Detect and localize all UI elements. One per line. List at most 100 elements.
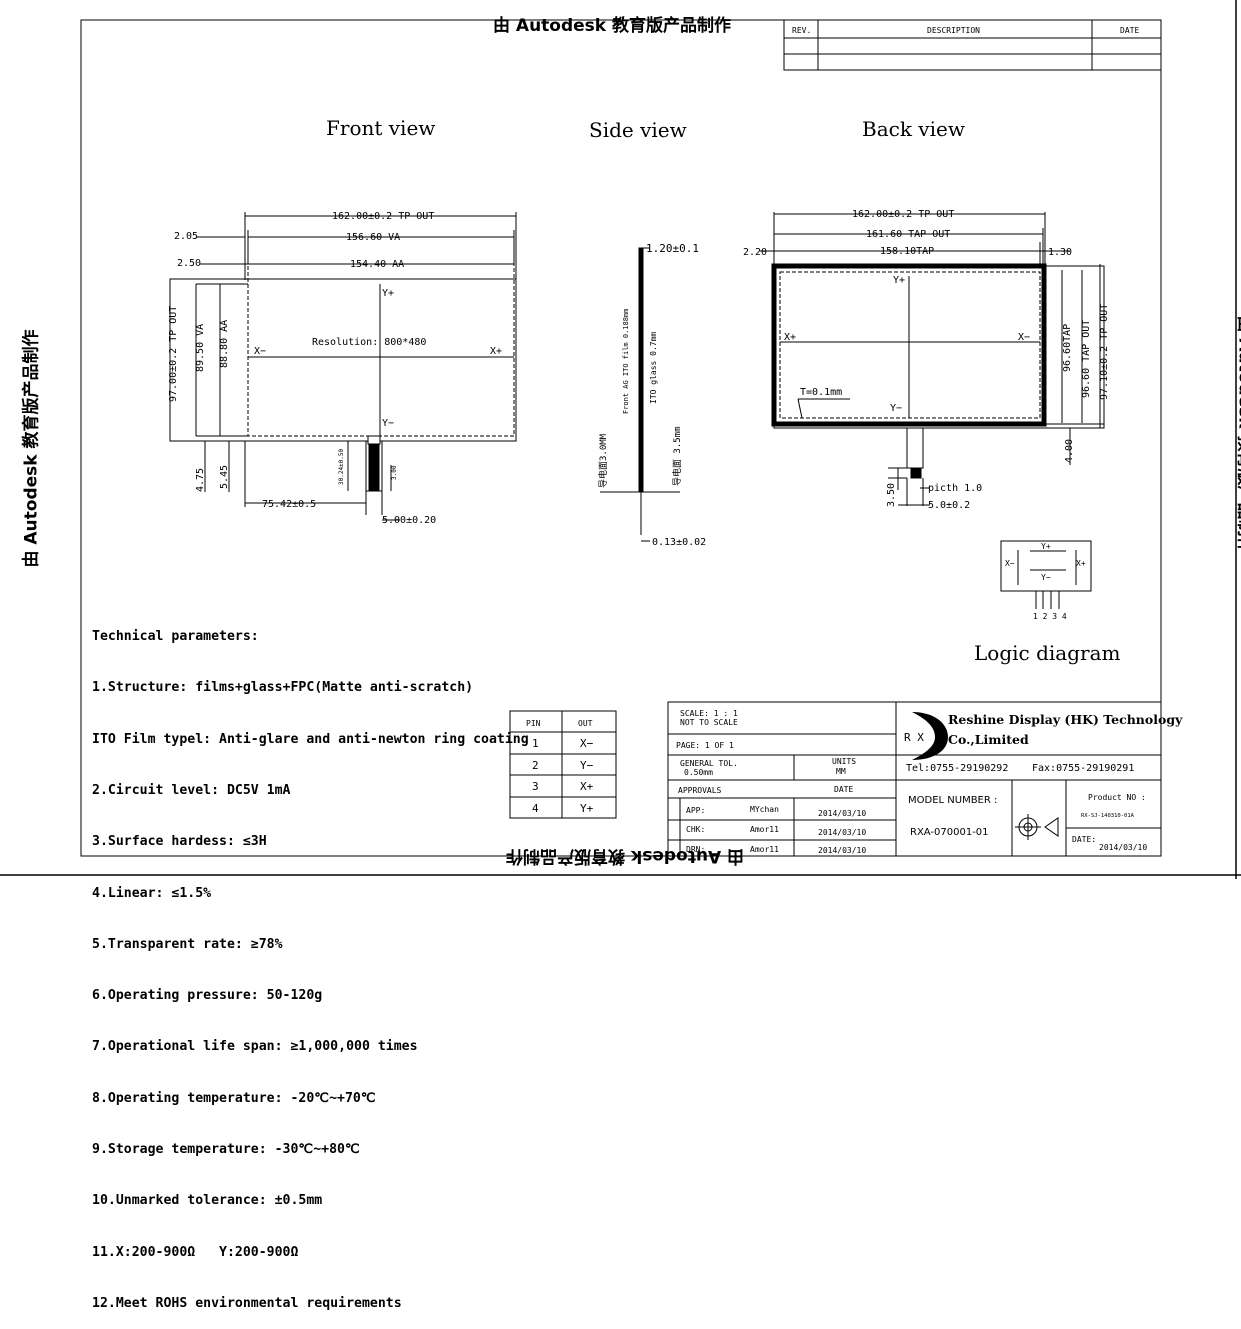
back-bottom-dim: 4.00	[1064, 439, 1075, 463]
title-units: UNITS	[832, 757, 856, 766]
title-tol-value: 0.50mm	[684, 768, 713, 777]
pin-table-cell: X+	[580, 780, 594, 793]
side-film-label: Front AG ITO film 0.188mm	[622, 309, 630, 414]
model-number-value: RXA-070001-01	[910, 827, 989, 838]
logic-pins: 1 2 3 4	[1033, 612, 1067, 621]
back-tape-frame	[771, 263, 1047, 427]
front-y-plus: Y+	[382, 288, 394, 299]
param-line: 12.Meet ROHS environmental requirements	[92, 1295, 402, 1311]
side-thickness-bottom: 0.13±0.02	[652, 537, 706, 548]
pin-table-cell: 3	[532, 780, 539, 793]
product-no-value: RX-SJ-140310-01A	[1081, 813, 1135, 819]
pin-table-cell: Y−	[580, 759, 594, 772]
company-logo: R X	[904, 712, 948, 760]
title-app-label: APP:	[686, 806, 705, 815]
front-left-aa: 2.50	[177, 258, 201, 269]
pin-table-cell: Y+	[580, 802, 594, 815]
pin-table-cell: X−	[580, 737, 594, 750]
product-no-label: Product NO :	[1088, 793, 1146, 802]
back-tp-out-height: 97.10±0.2 TP OUT	[1099, 304, 1110, 400]
title-units-value: MM	[836, 767, 846, 776]
param-line: ITO Film typel: Anti-glare and anti-newt…	[92, 731, 529, 747]
title-drn-name: Amor11	[750, 845, 779, 854]
title-date-header: DATE	[834, 785, 853, 794]
title-scale: SCALE: 1 : 1	[680, 709, 738, 718]
back-tap-out-width: 161.60 TAP OUT	[866, 229, 950, 240]
param-line: 5.Transparent rate: ≥78%	[92, 936, 283, 952]
param-line: 9.Storage temperature: -30℃~+80℃	[92, 1142, 360, 1157]
title-app-name: MYchan	[750, 805, 779, 814]
front-fpc-small: 3.00	[391, 465, 398, 480]
front-left-va: 2.05	[174, 231, 198, 242]
param-line: 10.Unmarked tolerance: ±0.5mm	[92, 1193, 323, 1209]
title-not-to-scale: NOT TO SCALE	[680, 718, 738, 727]
front-x-plus: X+	[490, 346, 502, 357]
company-name-line2: Co.,Limited	[948, 732, 1029, 747]
title-app-date: 2014/03/10	[818, 809, 866, 818]
logic-diagram-title: Logic diagram	[974, 641, 1121, 665]
back-thickness: T=0.1mm	[800, 387, 842, 398]
front-bottom-2: 5.45	[219, 465, 230, 489]
logo-letters: R X	[904, 731, 924, 744]
date-header: DATE	[1120, 26, 1139, 35]
front-x-minus: X−	[254, 346, 266, 357]
side-tape1-label: 导电面3.0MM	[597, 433, 609, 488]
param-line: 8.Operating temperature: -20℃~+70℃	[92, 1090, 376, 1106]
title-chk-name: Amor11	[750, 825, 779, 834]
company-tel: Tel:0755-29190292	[906, 763, 1008, 774]
param-line: 1.Structure: films+glass+FPC(Matte anti-…	[92, 680, 474, 696]
side-tape2-label: 导电面 3.5mm	[671, 426, 683, 486]
model-number-label: MODEL NUMBER :	[908, 795, 997, 806]
front-resolution: Resolution: 800*480	[312, 337, 426, 348]
front-aa-height: 88.80 AA	[219, 320, 230, 368]
title-general-tol: GENERAL TOL.	[680, 759, 738, 768]
title-page: PAGE: 1 OF 1	[676, 741, 734, 750]
description-header: DESCRIPTION	[927, 26, 980, 35]
title-date-label: DATE:	[1072, 835, 1096, 844]
back-left-dim: 2.20	[743, 247, 767, 258]
pin-table-header-pin: PIN	[526, 719, 541, 728]
back-tail-dim: 3.50	[886, 483, 897, 507]
front-va-width: 156.60 VA	[346, 232, 400, 243]
front-active-area	[247, 263, 515, 437]
back-pitch: picth 1.0	[928, 483, 982, 494]
front-tp-out-width: 162.00±0.2 TP OUT	[332, 211, 434, 222]
param-line: 4.Linear: ≤1.5%	[92, 885, 212, 901]
title-approvals: APPROVALS	[678, 786, 722, 795]
title-drn-label: DRN:	[686, 845, 705, 854]
company-name-line1: Reshine Display (HK) Technology	[948, 712, 1183, 727]
back-x-minus: X−	[1018, 332, 1030, 343]
back-tap-width: 158.10TAP	[880, 246, 934, 257]
param-line: 3.Surface hardess: ≤3H	[92, 834, 267, 850]
param-line: 6.Operating pressure: 50-120g	[92, 988, 323, 1004]
company-fax: Fax:0755-29190291	[1032, 763, 1134, 774]
back-x-plus: X+	[784, 332, 796, 343]
pin-table-cell: 2	[532, 759, 539, 772]
front-aa-width: 154.40 AA	[350, 259, 404, 270]
side-thickness-top: 1.20±0.1	[646, 242, 699, 255]
logic-y-plus: Y+	[1041, 542, 1051, 551]
front-fpc-length: 30.24±0.50	[338, 448, 345, 485]
back-outline	[773, 265, 1105, 429]
front-bottom-1: 4.75	[195, 468, 206, 492]
pin-table-cell: 4	[532, 802, 539, 815]
back-y-minus: Y−	[890, 403, 902, 414]
back-view-title: Back view	[862, 117, 965, 141]
pin-table-cell: 1	[532, 737, 539, 750]
title-chk-date: 2014/03/10	[818, 828, 866, 837]
front-fpc-width: 5.00±0.20	[382, 515, 436, 526]
rev-header: REV.	[792, 26, 811, 35]
param-line: 11.X:200-900Ω Y:200-900Ω	[92, 1244, 299, 1260]
front-va-height: 89.50 VA	[195, 324, 206, 372]
drawing-sheet: R X REV. DESCRIPTION DATE 162.00±0.2 TP …	[0, 0, 1241, 879]
title-date-value: 2014/03/10	[1099, 843, 1147, 852]
back-tap-height: 96.60TAP	[1062, 324, 1073, 372]
logic-y-minus: Y−	[1041, 573, 1051, 582]
back-y-plus: Y+	[893, 275, 905, 286]
back-fpc-width: 5.0±0.2	[928, 500, 970, 511]
front-view-title: Front view	[326, 116, 436, 140]
back-tap-out-height: 96.60 TAP OUT	[1081, 320, 1092, 398]
watermark-top: 由 Autodesk 教育版产品制作	[493, 16, 732, 36]
side-view-title: Side view	[589, 118, 687, 142]
param-line: 2.Circuit level: DC5V 1mA	[92, 783, 291, 799]
